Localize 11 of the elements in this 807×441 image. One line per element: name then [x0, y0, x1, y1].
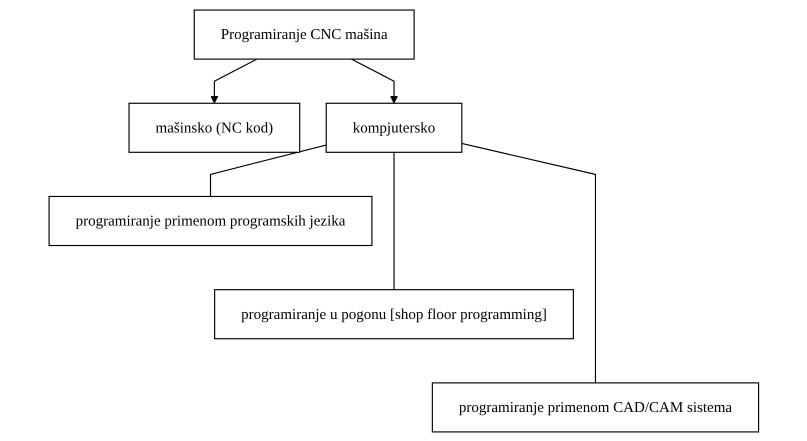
node-box: mašinsko (NC kod): [128, 102, 300, 152]
connector: [461, 142, 596, 382]
node-box: kompjutersko: [325, 102, 462, 152]
node-box: programiranje primenom programskih jezika: [48, 195, 372, 246]
connector: [393, 152, 394, 290]
arrow: [350, 58, 398, 104]
connector: [210, 144, 326, 196]
node-box: programiranje primenom CAD/CAM sistema: [431, 382, 759, 432]
arrow: [210, 58, 257, 104]
node-box: programiranje u pogonu [shop floor programming]: [214, 288, 574, 339]
node-box: Programiranje CNC mašina: [193, 9, 414, 60]
